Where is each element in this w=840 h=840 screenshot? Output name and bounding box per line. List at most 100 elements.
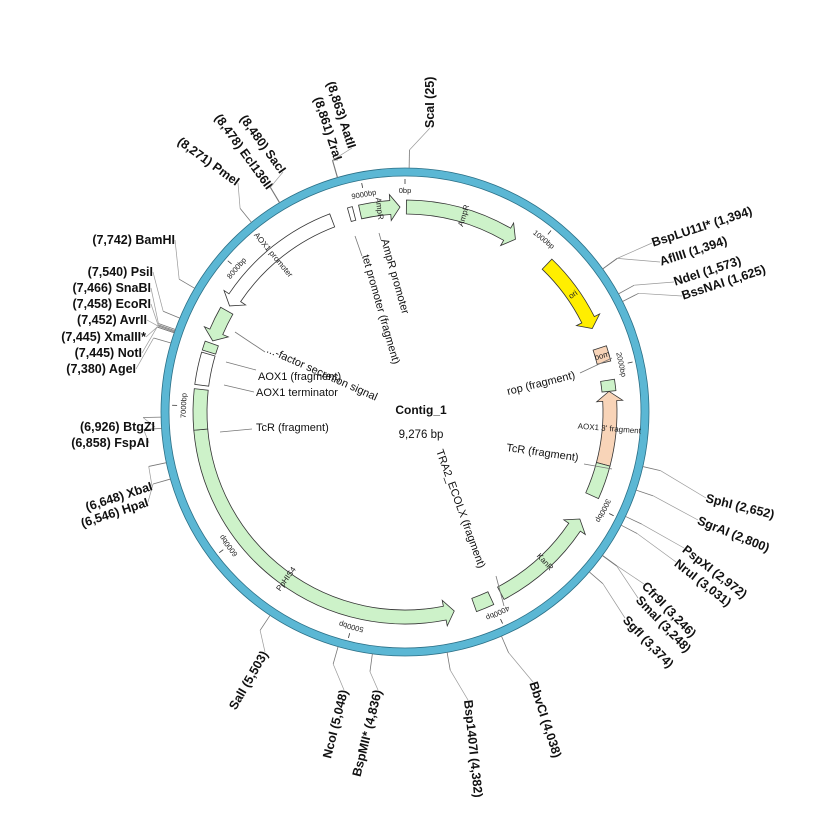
restriction-site-label: NcoI (5,048) <box>320 688 351 759</box>
leader-line <box>579 357 613 374</box>
tick-mark <box>219 549 224 553</box>
plasmid-center-info: Contig_1 9,276 bp <box>395 403 447 441</box>
site-leader <box>259 615 271 631</box>
restriction-site-label: (7,540) PsiI <box>88 265 153 279</box>
tick-mark <box>608 513 614 517</box>
site-leader <box>638 292 683 297</box>
restriction-site-label: (6,926) BtgZI <box>80 420 155 434</box>
site-leader <box>147 483 154 503</box>
site-leader <box>153 337 172 344</box>
tick-mark <box>627 361 633 364</box>
site-leader <box>636 489 654 497</box>
site-leader <box>636 533 677 563</box>
feature-label-tra2: TRA2_ECOLX (fragment) <box>433 448 487 570</box>
feature-arrow-aox1-3-fragment <box>595 390 624 467</box>
site-leader <box>163 310 180 319</box>
tick-label: 1000bp <box>531 228 556 251</box>
site-leader <box>332 160 339 178</box>
site-leader <box>618 284 635 295</box>
site-leader <box>625 516 642 525</box>
site-leader <box>157 325 175 333</box>
restriction-site-label: (7,445) NotI <box>75 346 142 360</box>
site-leader <box>620 524 638 534</box>
site-leader <box>622 292 639 302</box>
site-leader <box>449 669 469 701</box>
feature-arrow-kanr <box>497 518 587 600</box>
tick-label: 9000bp <box>351 188 377 201</box>
feature-arrow-pphis4 <box>193 428 455 628</box>
site-leader <box>150 287 159 324</box>
leader-line <box>219 428 253 433</box>
site-leader <box>660 470 707 499</box>
site-leader <box>616 565 645 585</box>
site-leader <box>617 242 653 259</box>
tick-label: 5000bp <box>338 619 364 634</box>
site-leader <box>602 583 626 619</box>
site-leader <box>641 523 685 549</box>
site-leader <box>446 652 451 671</box>
restriction-site-label: BbvCI (4,038) <box>526 680 564 760</box>
restriction-site-label: SgrAI (2,800) <box>695 514 771 556</box>
tick-label: 2000bp <box>614 351 628 377</box>
tick-mark <box>500 618 503 624</box>
site-leader <box>616 566 639 599</box>
feature-arrow-bom <box>592 345 612 365</box>
feature-arrow-ampr <box>358 193 401 222</box>
site-leader <box>332 147 353 161</box>
plasmid-backbone <box>161 168 649 656</box>
site-leader <box>332 646 339 665</box>
feature-label-aox1-fragment: AOX1 (fragment) <box>258 371 341 383</box>
site-leader <box>146 319 158 327</box>
site-leader <box>148 462 167 467</box>
plasmid-name: Contig_1 <box>395 403 447 417</box>
leader-line <box>234 331 266 353</box>
feature-label-aox1-terminator: AOX1 terminator <box>256 387 338 399</box>
site-leader <box>152 271 164 312</box>
feature-arrow-tcr-fragment- <box>192 388 209 431</box>
site-leader <box>501 635 509 653</box>
site-leader <box>152 478 171 485</box>
feature-arrow-label: AmpR <box>374 197 386 220</box>
tick-mark <box>227 260 232 265</box>
restriction-site-label: ScaI (25) <box>423 77 437 128</box>
site-leader <box>409 127 431 151</box>
site-leader <box>237 182 241 209</box>
restriction-site-label: (7,445) XmaIII* <box>61 330 146 344</box>
feature-arrow-aox1-promoter <box>223 213 336 307</box>
feature-arrow-factor-secretion-signal <box>203 306 234 342</box>
site-leader <box>143 427 162 430</box>
site-leader <box>135 337 154 370</box>
site-leader <box>145 326 158 338</box>
backbone-outer-edge <box>160 167 650 657</box>
site-leader <box>148 466 153 487</box>
feature-label-tcr-left: TcR (fragment) <box>256 422 329 434</box>
feature-arrow-tet-promoter-fragment- <box>346 206 357 222</box>
site-leader <box>178 278 195 289</box>
site-leader <box>332 663 345 691</box>
feature-arrow-rop-fragment- <box>600 378 617 393</box>
site-leader <box>634 281 675 286</box>
site-leader <box>369 653 373 672</box>
restriction-site-label: (7,458) EcoRI <box>72 297 151 311</box>
tick-mark <box>348 633 351 639</box>
site-leader <box>270 186 281 203</box>
site-leader <box>141 326 158 354</box>
restriction-site-label: BspMII* (4,836) <box>350 688 385 778</box>
plasmid-length: 9,276 bp <box>399 429 444 441</box>
restriction-site-label: (7,742) BamHI <box>92 233 175 247</box>
site-leader <box>602 555 618 567</box>
site-leader <box>158 323 176 330</box>
site-leader <box>259 630 266 653</box>
site-leader <box>602 258 618 270</box>
feature-label-tcr-right: TcR (fragment) <box>506 442 580 464</box>
restriction-site-label: SalI (5,503) <box>226 649 271 713</box>
feature-arrow-aox1-terminator <box>194 351 216 387</box>
leader-line <box>225 361 257 371</box>
site-leader <box>589 571 604 584</box>
leader-line <box>378 232 382 241</box>
feature-arrow-ampr <box>405 199 516 247</box>
restriction-site-label: (6,858) FspAI <box>71 436 149 450</box>
